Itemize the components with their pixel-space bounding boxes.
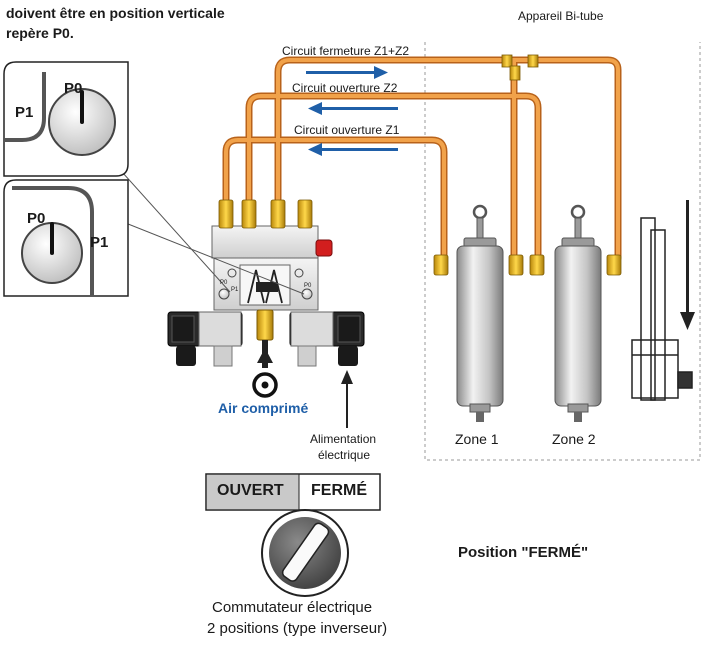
knob-top-p0: P0 [64,80,83,97]
circuit-opening-z1-label: Circuit ouverture Z1 [294,123,400,137]
header-line-1: doivent être en position verticale [6,5,225,21]
pipes [222,56,622,262]
switch-caption-line-2: 2 positions (type inverseur) [207,620,388,637]
switch-caption-line-1: Commutateur électrique [212,599,373,616]
device-enclosure [424,42,701,461]
switch-panel-box [205,473,381,511]
knob-bottom-p1: P1 [90,234,109,251]
zone-2-label: Zone 2 [552,431,596,447]
closing-direction-arrow [680,200,695,330]
circuit-closing-label: Circuit fermeture Z1+Z2 [282,44,410,58]
block-left-p0: P0 [220,280,228,286]
position-label: Position "FERMÉ" [458,544,589,561]
switch-option-closed: FERMÉ [311,482,367,499]
air-label: Air comprimé [218,400,309,416]
tee-fitting [501,54,539,81]
zone-1-label: Zone 1 [455,431,499,447]
power-label-line-2: électrique [318,448,371,462]
knob-top-p1: P1 [15,104,34,121]
header-line-2: repère P0. [6,25,74,41]
power-arrow [341,370,353,428]
zoom-knob-top [3,61,129,177]
device-title: Appareil Bi-tube [518,9,604,23]
block-top-fittings [218,199,313,229]
rotary-switch [261,509,349,597]
valve-sketch [631,217,693,401]
power-label-line-1: Alimentation [310,432,377,446]
manifold-block [211,225,333,311]
cylinder-zone-1 [456,204,504,422]
solenoid-right [289,311,365,367]
circuit-opening-z2-label: Circuit ouverture Z2 [292,81,398,95]
block-right-p0: P0 [304,283,312,289]
zoom-knob-bottom [3,179,129,297]
knob-bottom-p0: P0 [27,210,46,227]
solenoid-left [167,311,243,367]
switch-option-open: OUVERT [217,482,284,499]
air-inlet [252,309,278,398]
flow-arrows [306,66,398,156]
block-left-p1: P1 [231,287,239,293]
cylinder-fittings [433,254,622,276]
cylinder-zone-2 [554,204,602,422]
leader-lines [103,151,305,295]
